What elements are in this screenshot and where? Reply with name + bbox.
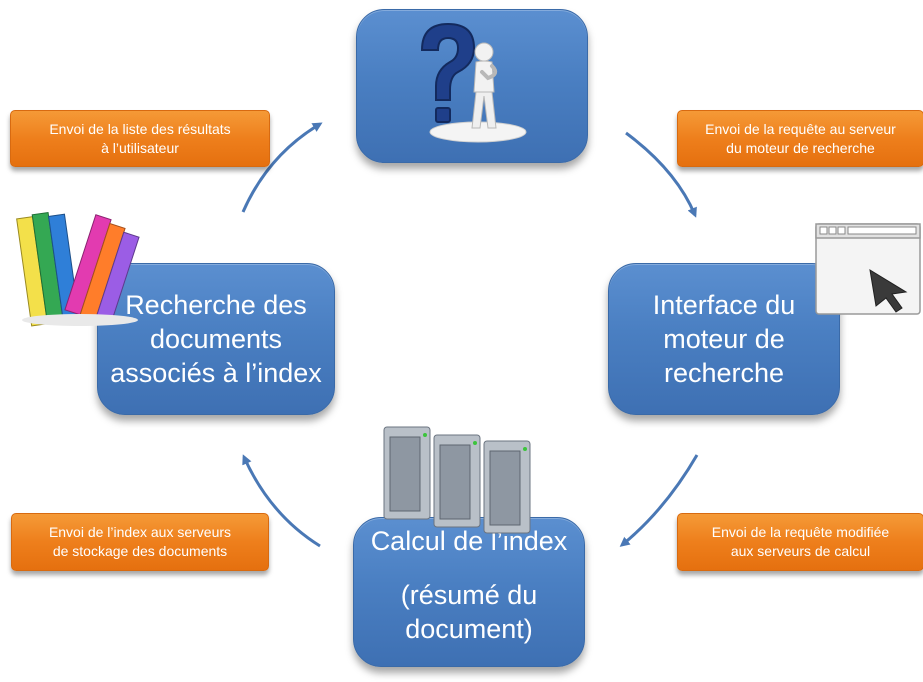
- index-computation-line-1: Calcul de l’index: [370, 526, 568, 556]
- browser-cursor-icon: [815, 223, 921, 315]
- index-to-storage-tag: Envoi de l’index aux serveurs de stockag…: [11, 513, 269, 571]
- query-to-server-tag-line-2: du moteur de recherche: [726, 139, 875, 156]
- results-list-tag: Envoi de la liste des résultats à l’util…: [10, 110, 270, 167]
- index-computation-line-2: (résumé du: [400, 580, 538, 610]
- query-to-server-tag-line-1: Envoi de la requête au serveur: [705, 120, 896, 137]
- index-to-storage-tag-line-2: de stockage des documents: [52, 543, 228, 559]
- arrow-left-to-top: [241, 122, 323, 213]
- modified-query-tag-line-1: Envoi de la requête modifiée: [711, 524, 890, 540]
- modified-query-tag-line-2: aux serveurs de calcul: [730, 543, 871, 559]
- query-to-server-tag: Envoi de la requête au serveur du moteur…: [677, 110, 923, 167]
- document-search-box: Recherche des documents associés à l’ind…: [97, 263, 335, 415]
- search-interface-line-2: moteur de: [663, 324, 785, 354]
- index-to-storage-tag-line-1: Envoi de l’index aux serveurs: [48, 524, 232, 540]
- arrow-right-to-bottom: [619, 454, 699, 547]
- results-list-tag-line-1: Envoi de la liste des résultats: [49, 120, 231, 137]
- search-interface-box: Interface du moteur de recherche: [608, 263, 840, 415]
- search-interface-line-1: Interface du: [652, 290, 796, 320]
- document-search-line-1: Recherche des: [125, 290, 307, 320]
- server-rack-icon: [383, 426, 531, 534]
- index-computation-line-3: document): [405, 614, 533, 644]
- results-list-tag-line-2: à l’utilisateur: [101, 139, 179, 156]
- document-search-line-2: documents: [149, 324, 283, 354]
- books-icon: [16, 211, 140, 327]
- index-computation-box: Calcul de l’index (résumé du document): [353, 517, 585, 667]
- modified-query-tag: Envoi de la requête modifiée aux serveur…: [677, 513, 923, 571]
- arrow-bottom-to-left: [242, 454, 321, 548]
- arrow-top-to-right: [625, 131, 697, 218]
- question-mark-thinker-icon: [420, 22, 527, 143]
- document-search-line-3: associés à l’index: [110, 358, 322, 388]
- search-interface-line-3: recherche: [663, 358, 785, 388]
